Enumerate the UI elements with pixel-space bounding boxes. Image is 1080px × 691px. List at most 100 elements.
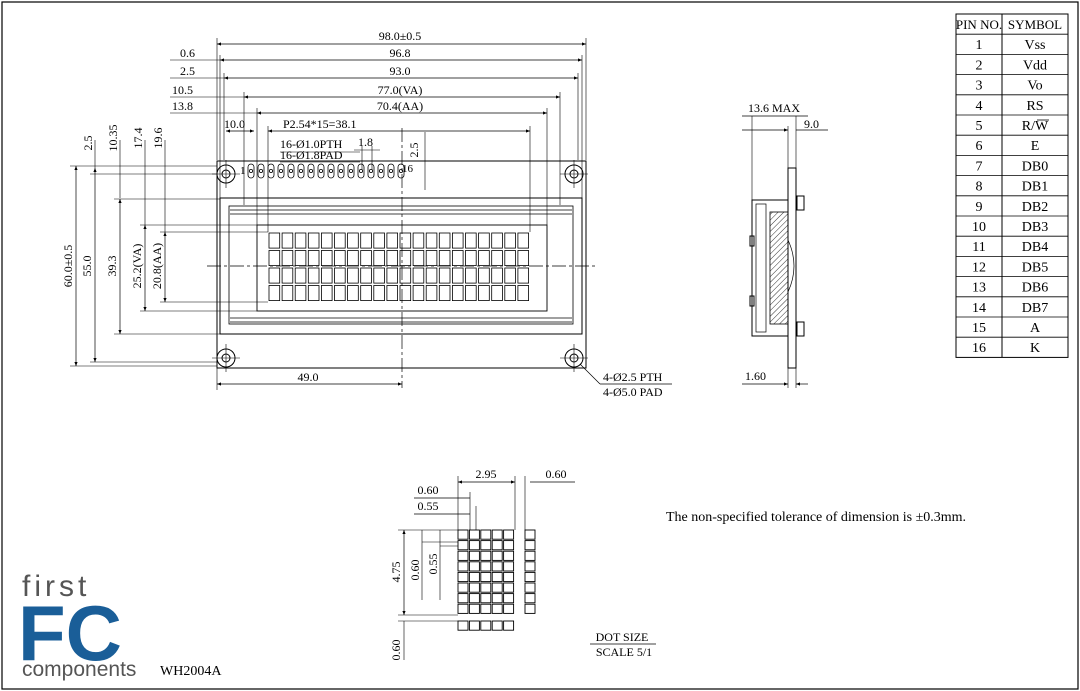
character-cell xyxy=(412,267,425,284)
character-cell xyxy=(360,250,372,267)
side-view xyxy=(742,115,828,388)
logo-first: first xyxy=(22,570,90,603)
character-cell xyxy=(438,285,451,302)
dim-offset-1: 0.6 xyxy=(180,46,195,60)
dot xyxy=(491,529,503,540)
table-cell-pin: 10 xyxy=(972,220,986,235)
character-cell xyxy=(478,267,490,284)
logo-fc: FC xyxy=(18,589,122,677)
dim-v-4: 19.6 xyxy=(151,128,165,149)
table-cell-pin: 8 xyxy=(976,180,983,195)
dim-pad: 16-Ø1.8PAD xyxy=(280,148,343,162)
character-cell xyxy=(334,267,346,284)
pin-hole xyxy=(298,168,303,173)
dim-pcb-width: 96.8 xyxy=(390,46,411,60)
front-view xyxy=(70,38,672,390)
pin-hole xyxy=(288,168,293,173)
character-cell xyxy=(347,250,359,267)
pin-pad xyxy=(387,163,395,179)
dim-pcb-height: 55.0 xyxy=(80,256,94,277)
pin-pad xyxy=(247,163,255,179)
dot xyxy=(524,540,536,551)
character-cell xyxy=(504,232,516,249)
table-cell-pin: 11 xyxy=(972,240,985,255)
dot xyxy=(468,561,480,572)
table-cell-symbol: DB4 xyxy=(1022,240,1048,255)
character-cell xyxy=(386,250,398,267)
dot xyxy=(491,582,503,593)
pin-header xyxy=(247,163,405,179)
pin-hole xyxy=(338,168,343,173)
dim-dot-vgap: 0.60 xyxy=(389,640,403,661)
dot xyxy=(457,540,469,551)
dot xyxy=(457,550,469,561)
character-cell xyxy=(281,267,294,284)
dot xyxy=(457,593,469,604)
character-cell xyxy=(294,267,307,284)
table-cell-pin: 15 xyxy=(972,321,986,336)
pin-hole xyxy=(368,168,373,173)
character-cell xyxy=(268,232,281,249)
character-cell xyxy=(425,250,438,267)
character-cell xyxy=(281,285,294,302)
dim-dot-vsize: 0.55 xyxy=(426,554,440,575)
character-cell xyxy=(451,285,464,302)
pin-pad xyxy=(267,163,275,179)
character-cell xyxy=(412,250,425,267)
dot-size-title: DOT SIZE xyxy=(596,630,649,644)
pin-hole xyxy=(348,168,353,173)
character-cell xyxy=(412,232,425,249)
dot-size-labels: 2.95 0.60 0.60 0.55 4.75 0.60 0.55 0.60 … xyxy=(389,467,652,661)
character-cell xyxy=(373,250,385,267)
pin-hole xyxy=(248,168,253,173)
dot xyxy=(480,603,492,614)
dim-mount-pth: 4-Ø2.5 PTH xyxy=(603,370,663,384)
pin-pad xyxy=(297,163,305,179)
character-cell xyxy=(465,250,477,267)
character-cell xyxy=(517,285,530,302)
pin-hole xyxy=(318,168,323,173)
pin-pad xyxy=(257,163,265,179)
dim-offset-3: 10.5 xyxy=(172,83,193,97)
table-cell-pin: 4 xyxy=(976,99,983,114)
character-cell xyxy=(465,267,477,284)
character-cell xyxy=(451,267,464,284)
table-cell-symbol: K xyxy=(1030,341,1040,356)
character-cell xyxy=(320,285,333,302)
dim-pitch: P2.54*15=38.1 xyxy=(283,117,356,131)
dot xyxy=(480,550,492,561)
dot xyxy=(524,593,536,604)
character-cell xyxy=(294,250,307,267)
dot xyxy=(503,603,515,614)
dot-size-scale: SCALE 5/1 xyxy=(596,645,652,659)
dot xyxy=(457,529,469,540)
dim-hole-span: 93.0 xyxy=(390,64,411,78)
table-cell-symbol: R/W xyxy=(1022,119,1049,134)
dot xyxy=(503,561,515,572)
dot xyxy=(491,603,503,614)
character-cell xyxy=(334,250,346,267)
pin-hole xyxy=(388,168,393,173)
table-cell-symbol: DB2 xyxy=(1022,200,1048,215)
character-cell xyxy=(504,250,516,267)
character-cell xyxy=(399,232,412,249)
dot-column-next xyxy=(524,529,536,614)
character-cell xyxy=(399,250,412,267)
character-grid xyxy=(268,232,530,302)
character-cell xyxy=(334,285,346,302)
dot xyxy=(503,593,515,604)
table-cell-symbol: Vdd xyxy=(1023,58,1047,73)
table-cell-symbol: RS xyxy=(1026,99,1043,114)
character-cell xyxy=(373,267,385,284)
dot xyxy=(524,550,536,561)
company-logo: first FC components xyxy=(18,570,136,681)
character-cell xyxy=(517,250,530,267)
pin-hole xyxy=(398,168,403,173)
dot-grid xyxy=(457,529,515,614)
dot xyxy=(503,540,515,551)
tolerance-note: The non-specified tolerance of dimension… xyxy=(666,510,966,525)
table-cell-pin: 6 xyxy=(976,139,983,154)
dot xyxy=(457,571,469,583)
character-cell xyxy=(347,232,359,249)
